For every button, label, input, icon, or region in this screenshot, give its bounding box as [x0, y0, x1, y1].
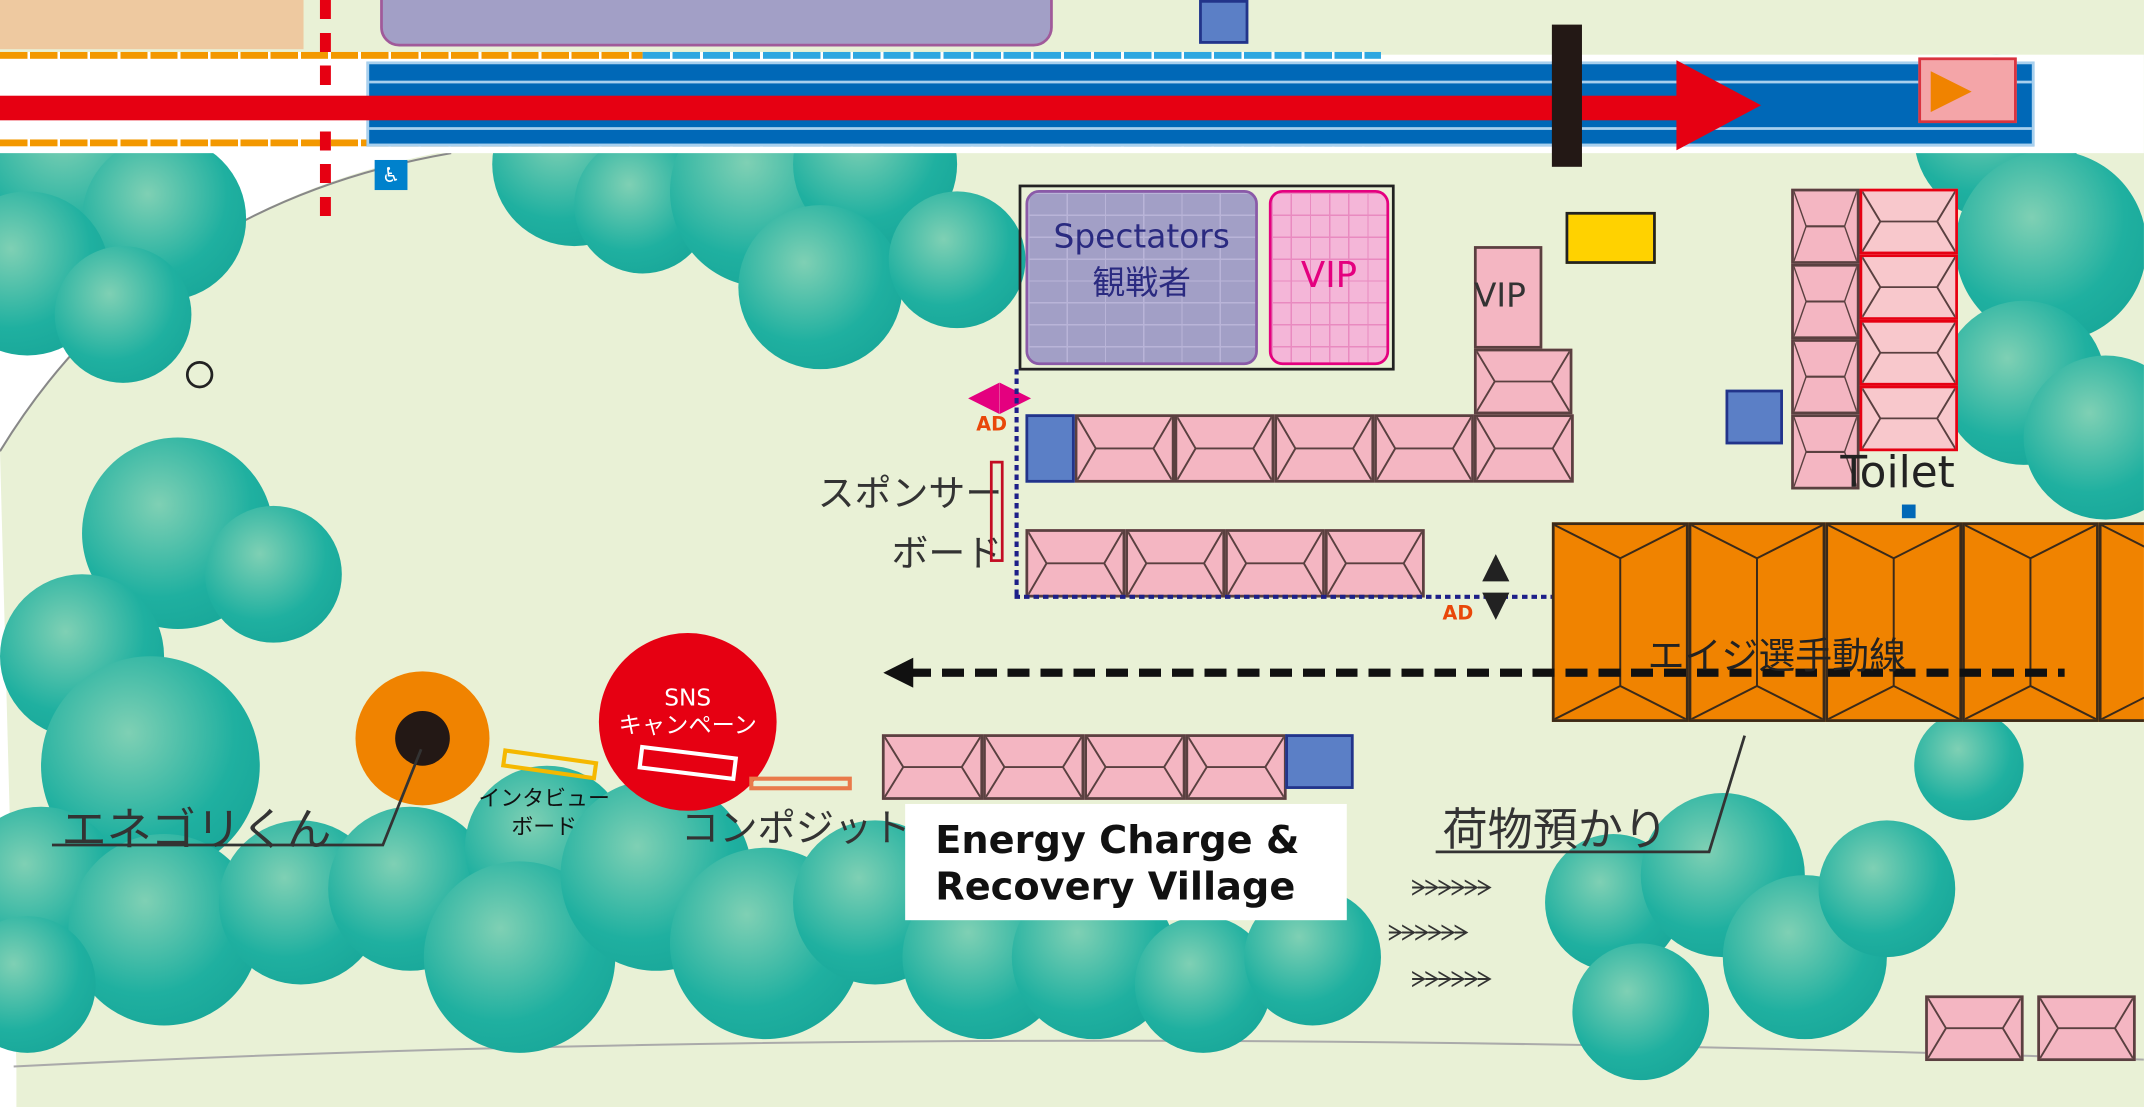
red-dashed-arrow [319, 0, 331, 219]
bike-rack-icon: ᗒᗒᗒᗒᗒᗒ [1387, 920, 1470, 947]
tent [1074, 414, 1175, 483]
bike-rack-icon: ᗒᗒᗒᗒᗒᗒ [1411, 966, 1493, 993]
tent [1324, 529, 1425, 598]
tree-icon [1572, 943, 1710, 1081]
tree-icon [1818, 820, 1956, 958]
tent [1185, 734, 1287, 800]
blue-structure [1025, 414, 1075, 483]
tent [1125, 529, 1226, 598]
arrow-left-icon [883, 657, 914, 688]
tent [1025, 529, 1126, 598]
enegori-leader-line [51, 748, 423, 847]
spectators-label-ja: 観戦者 [1092, 263, 1191, 303]
interview-board-label: インタビュー ボード [479, 783, 610, 840]
tent [1225, 529, 1325, 598]
wheelchair-icon: ♿ [374, 159, 408, 191]
orange-tent [2098, 522, 2144, 722]
top-blue-structure [1199, 0, 1249, 44]
tent [1791, 414, 1860, 490]
blue-marker [1901, 504, 1916, 519]
tent [1473, 414, 1574, 483]
sns-label-2: キャンペーン [618, 712, 757, 740]
red-course-arrow [0, 95, 1685, 121]
circle-marker-icon [185, 360, 214, 389]
finish-line [1551, 24, 1582, 167]
black-double-arrow-icon: ▲▼ [1482, 545, 1510, 625]
blue-x-box [1725, 389, 1783, 445]
tree-icon [54, 246, 192, 383]
sponsor-board-label-2: ボード [891, 533, 1003, 576]
athlete-route-label: エイジ選手動線 [1647, 635, 1907, 679]
orange-tent [1825, 522, 1963, 722]
tree-icon [1914, 710, 2024, 821]
orange-tent [1551, 522, 1689, 722]
tent [1791, 339, 1860, 415]
interview-board-label-1: インタビュー [478, 784, 610, 811]
tent [2037, 995, 2136, 1062]
orange-tent [1688, 522, 1826, 722]
ad-label: AD [976, 414, 1007, 437]
orange-tent [1962, 522, 2099, 722]
tree-icon [738, 205, 903, 370]
tree-icon [2023, 355, 2144, 520]
vip-stand-label: VIP [1300, 255, 1358, 297]
sponsor-board [989, 460, 1004, 562]
sns-label-1: SNS [664, 685, 712, 713]
tent [1791, 188, 1860, 264]
dotted-boundary [1014, 369, 1019, 599]
vip-tent: VIP [1473, 246, 1543, 349]
enegori-center [395, 710, 450, 766]
tent [1473, 348, 1573, 415]
tent [1859, 254, 1958, 320]
bike-rack-icon: ᗒᗒᗒᗒᗒᗒ [1411, 875, 1493, 902]
sns-board [637, 744, 739, 782]
top-purple-area [380, 0, 1053, 47]
composite-label: コンポジット [680, 805, 911, 851]
energy-village-label-2: Recovery Village [935, 864, 1296, 910]
tent [1859, 385, 1958, 452]
toilet-label: Toilet [1840, 445, 1955, 498]
tree-icon [888, 191, 1026, 329]
vip-tent-label: VIP [1473, 276, 1526, 315]
tent [983, 734, 1085, 800]
spectators-stand: Spectators 観戦者 [1025, 190, 1258, 366]
baggage-leader-line [1435, 735, 1746, 854]
tent [881, 734, 984, 800]
yellow-box [1565, 211, 1656, 264]
tent [1374, 414, 1474, 483]
tent [1791, 263, 1860, 340]
enegori-label: エネゴリくん [61, 802, 332, 856]
vip-stand: VIP [1268, 190, 1390, 366]
sponsor-board-label: スポンサー ボード [818, 465, 1003, 585]
tent [1859, 319, 1958, 386]
ad-label: AD [1442, 602, 1474, 625]
sponsor-board-label-1: スポンサー [817, 473, 1003, 516]
arrow-head-icon [1676, 60, 1762, 151]
magenta-double-arrow-icon: ◀▶ [968, 371, 1032, 420]
tent [1174, 414, 1275, 483]
baggage-label: 荷物預かり [1442, 802, 1669, 856]
stand-frame [1018, 184, 1395, 371]
energy-village-label-box: Energy Charge & Recovery Village [905, 803, 1347, 921]
blue-fence-top [642, 51, 1381, 59]
composite-board [749, 776, 852, 791]
orange-triangle-icon [1930, 71, 1972, 113]
blue-structure [1285, 734, 1354, 789]
energy-village-label-1: Energy Charge & [935, 817, 1300, 863]
spectators-label-en: Spectators [1053, 217, 1230, 256]
tent [1859, 188, 1958, 255]
tent [1084, 734, 1186, 800]
sns-campaign-marker: SNS キャンペーン [598, 633, 777, 811]
athlete-route-arrow [909, 668, 2065, 677]
top-left-area [0, 0, 304, 50]
dotted-boundary [1014, 594, 1555, 599]
tree-icon [205, 505, 342, 643]
tent [1274, 414, 1375, 483]
interview-board-label-2: ボード [511, 813, 578, 840]
tent [1925, 995, 2024, 1062]
